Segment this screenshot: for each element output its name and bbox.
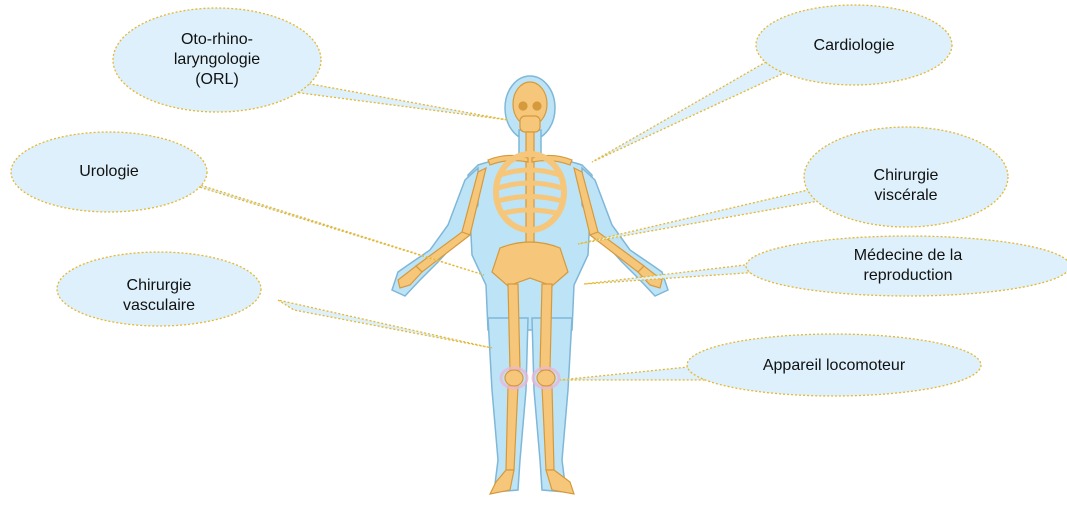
- label-cardiologie-line-1: Cardiologie: [774, 36, 934, 56]
- label-chirurgie-viscerale-line-1: Chirurgie: [826, 166, 986, 186]
- label-orl-line-3: (ORL): [137, 70, 297, 90]
- label-cardiologie: Cardiologie: [774, 36, 934, 56]
- label-chirurgie-vasculaire-line-2: vasculaire: [79, 296, 239, 316]
- label-chirurgie-viscerale: Chirurgie viscérale: [826, 166, 986, 206]
- label-urologie-line-1: Urologie: [29, 162, 189, 182]
- label-orl-line-2: laryngologie: [137, 50, 297, 70]
- label-chirurgie-viscerale-line-2: viscérale: [826, 186, 986, 206]
- label-medecine-reproduction-line-2: reproduction: [818, 266, 998, 286]
- human-figure: [392, 76, 668, 494]
- label-appareil-locomoteur: Appareil locomoteur: [744, 356, 924, 376]
- pointer-cardiologie: [592, 55, 795, 162]
- label-appareil-locomoteur-line-1: Appareil locomoteur: [744, 356, 924, 376]
- label-medecine-reproduction-line-1: Médecine de la: [818, 246, 998, 266]
- label-urologie: Urologie: [29, 162, 189, 182]
- pointer-chirurgie-vasculaire: [278, 300, 492, 348]
- label-orl-line-1: Oto-rhino-: [137, 30, 297, 50]
- label-medecine-reproduction: Médecine de la reproduction: [818, 246, 998, 286]
- pointer-appareil-locomoteur: [560, 366, 705, 380]
- label-chirurgie-vasculaire-line-1: Chirurgie: [79, 276, 239, 296]
- label-orl: Oto-rhino- laryngologie (ORL): [137, 30, 297, 90]
- pointer-urologie: [178, 178, 484, 275]
- label-chirurgie-vasculaire: Chirurgie vasculaire: [79, 276, 239, 316]
